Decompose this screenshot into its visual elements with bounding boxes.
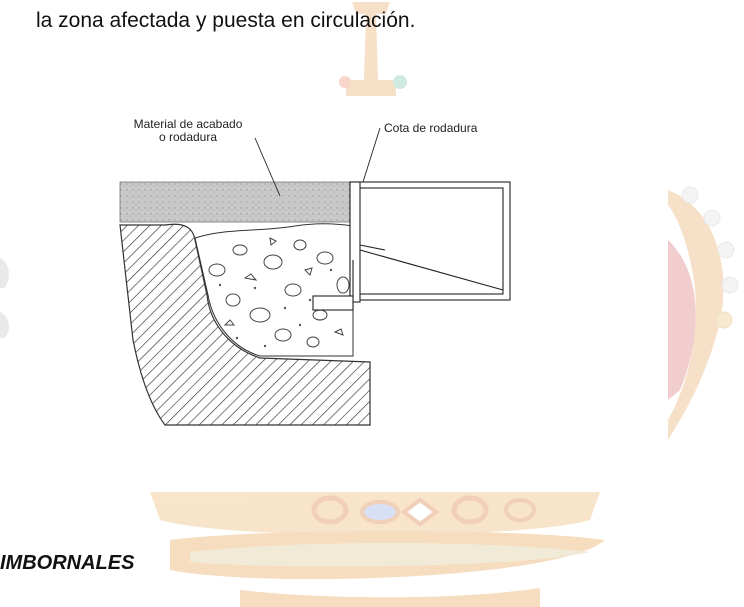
label-cota-rodadura: Cota de rodadura <box>384 121 478 135</box>
aggregate-dots <box>218 268 333 348</box>
leader-material <box>254 137 281 197</box>
wearing-course-layer <box>119 181 351 223</box>
aggregate-stones <box>208 237 350 348</box>
label-material-acabado: Material de acabado o rodadura <box>133 117 243 144</box>
ground-hatch <box>119 223 371 426</box>
watermark-cross <box>346 2 396 96</box>
road-section-figure <box>119 127 511 426</box>
aggregate-fill <box>194 223 354 357</box>
watermark-right-arc <box>668 190 724 440</box>
section-heading: IMBORNALES <box>0 552 135 574</box>
gully-box <box>312 181 511 311</box>
body-text: la zona afectada y puesta en circulación… <box>36 9 416 32</box>
leader-cota <box>362 127 381 183</box>
